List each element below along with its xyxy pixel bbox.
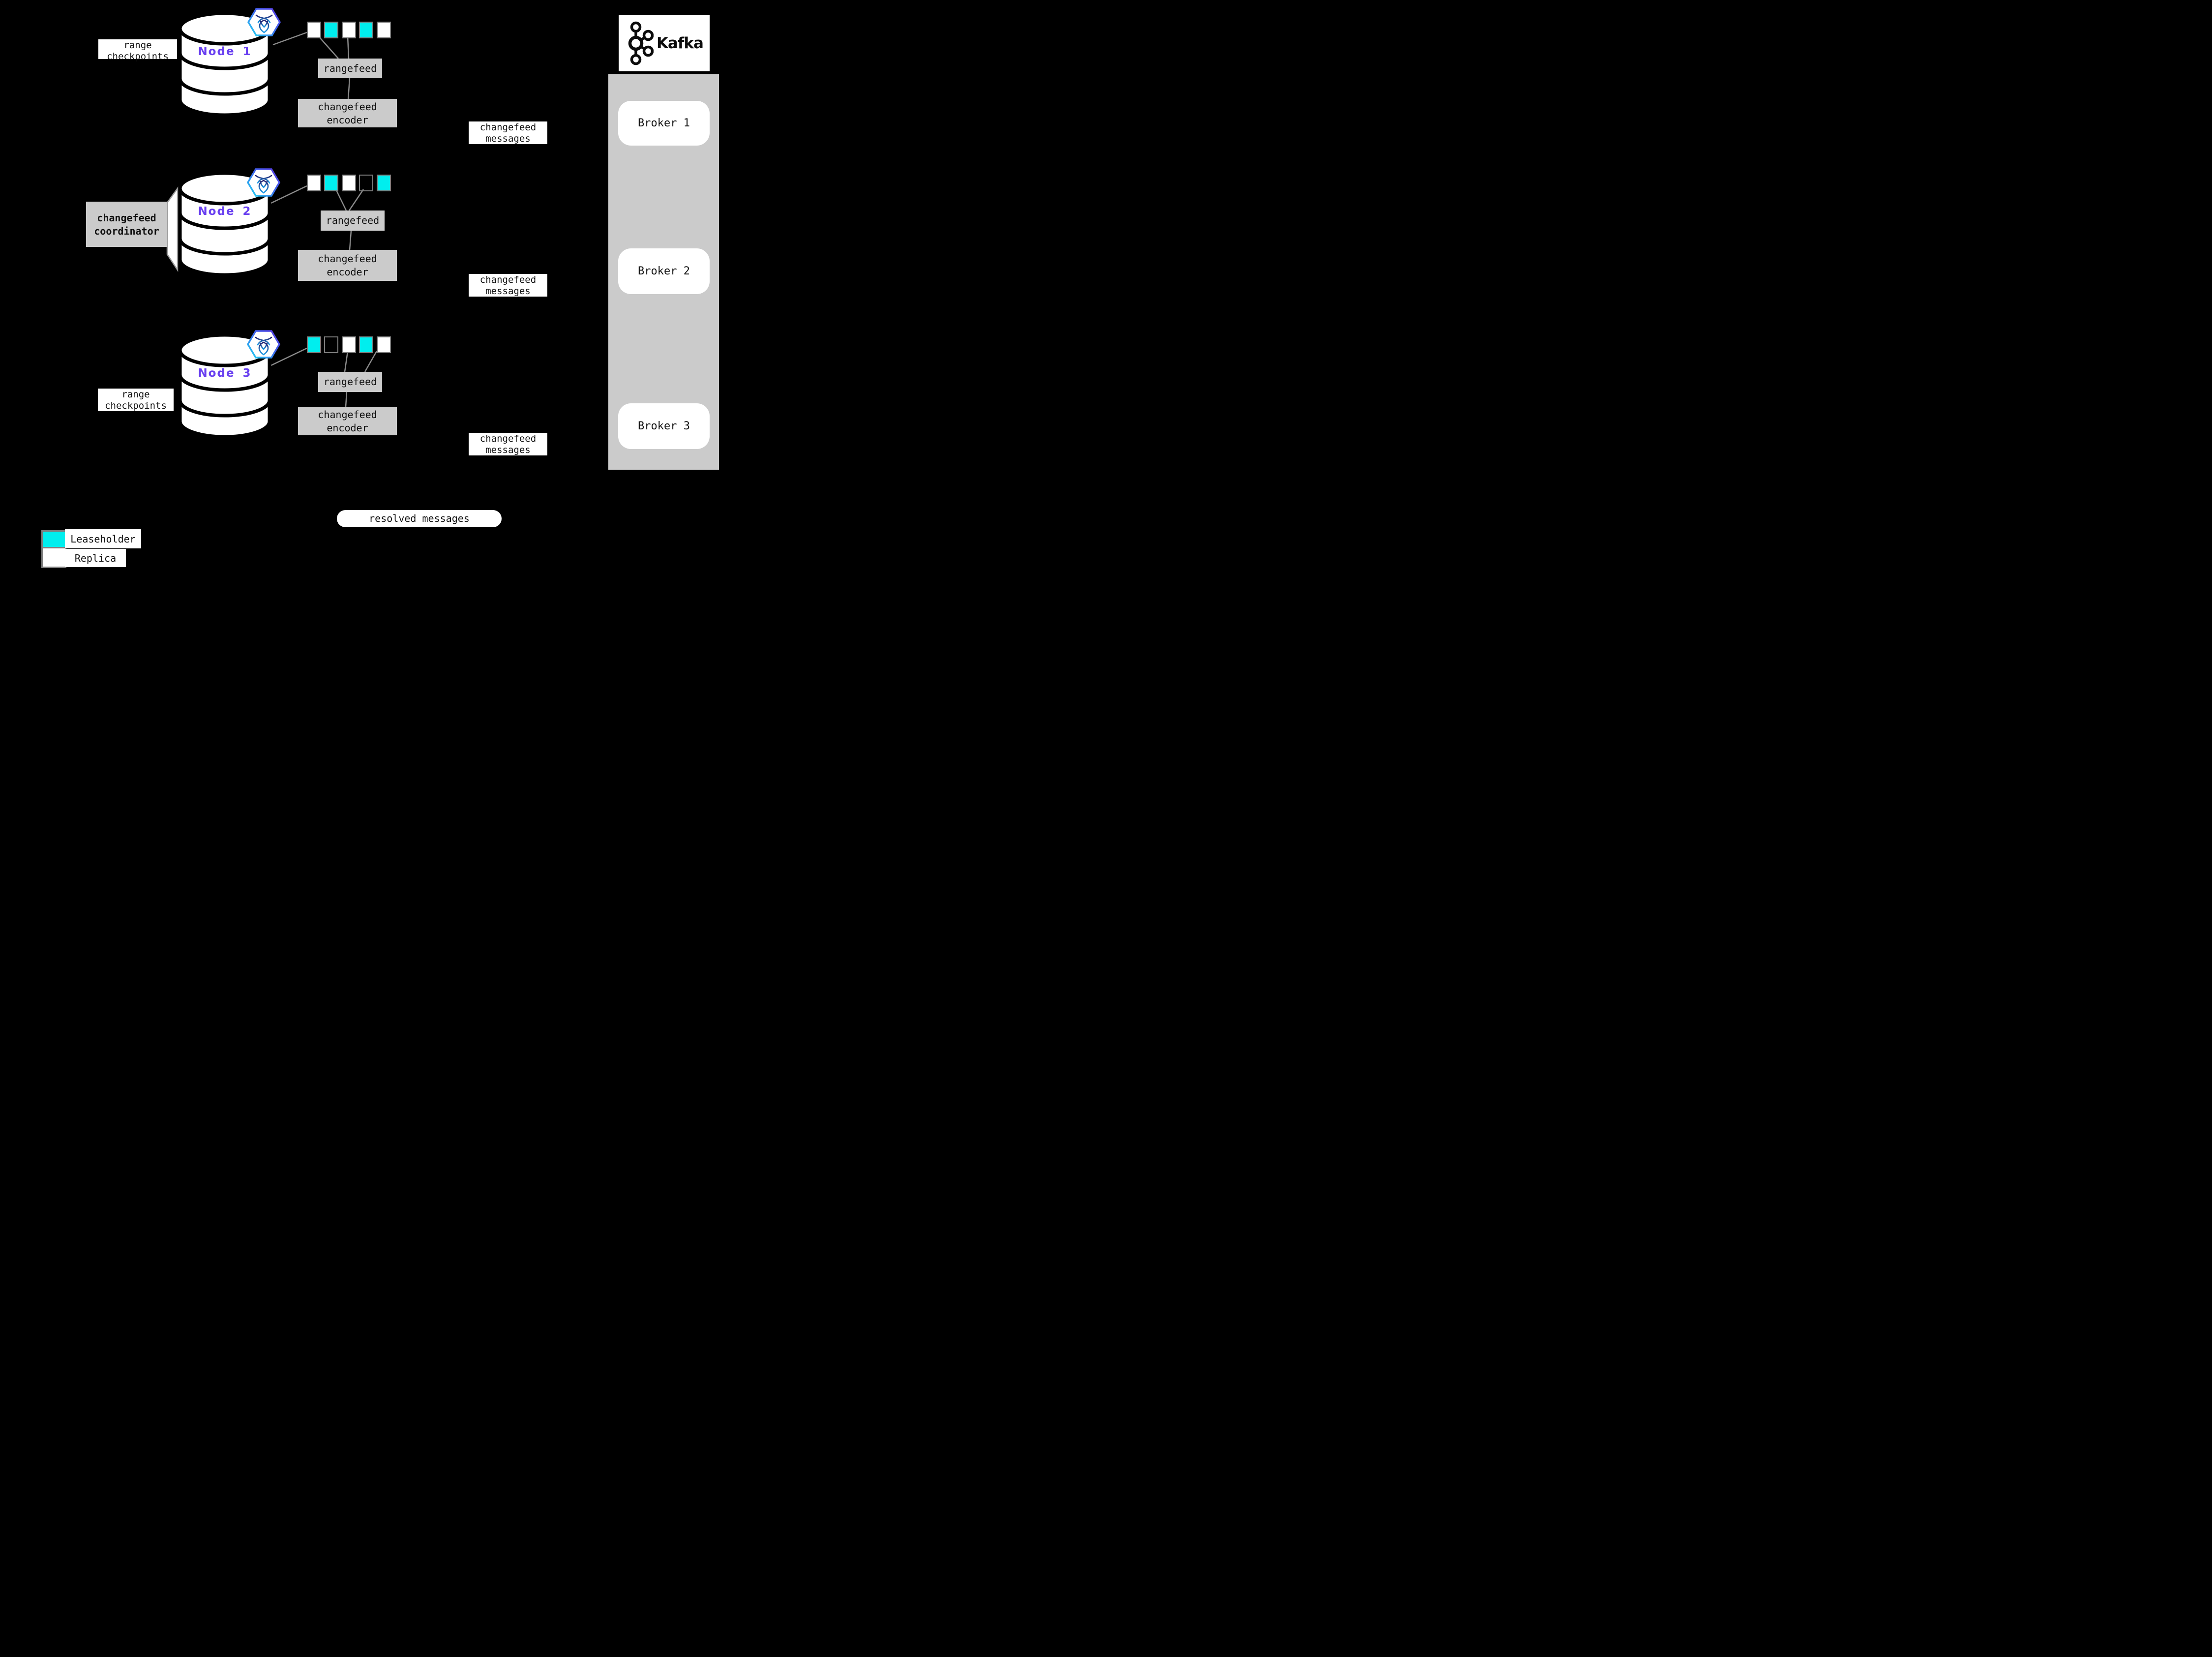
rangefeed-box-node1: rangefeed <box>318 59 382 78</box>
resolved-messages-pill: resolved messages <box>337 510 502 527</box>
range-replica <box>324 22 338 38</box>
broker-label: Broker 2 <box>638 265 690 277</box>
range-replica <box>359 22 373 38</box>
kafka-wordmark: Kafka <box>657 34 704 52</box>
rangefeed-box-node2: rangefeed <box>321 211 385 231</box>
range-replica <box>342 22 356 38</box>
range-checkpoints-label-node3: range checkpoints <box>98 389 174 411</box>
coordinator-flag-shape <box>166 186 179 272</box>
node2-name: Node 2 <box>198 205 252 218</box>
legend-leaseholder-label: Leaseholder <box>65 529 141 548</box>
range-replica <box>342 175 356 191</box>
node1-name: Node 1 <box>198 45 252 58</box>
cockroachdb-hexagon-icon <box>247 330 280 359</box>
connector-lines-node3 <box>270 347 378 407</box>
range-replica <box>307 336 321 353</box>
cockroachdb-hexagon-icon <box>247 8 281 36</box>
kafka-broker-2: Broker 2 <box>618 248 710 294</box>
range-replica <box>377 175 391 191</box>
range-checkpoints-label-node1: range checkpoints <box>98 39 177 62</box>
range-replica <box>307 22 321 38</box>
range-replica <box>324 175 338 191</box>
changefeed-encoder-box-node2: changefeed encoder <box>298 250 397 281</box>
changefeed-architecture-diagram: Broker 1 Broker 2 Broker 3 Kafka <box>0 0 771 577</box>
range-replica <box>377 336 391 353</box>
cockroachdb-hexagon-icon <box>247 168 280 197</box>
changefeed-coordinator-box: changefeed coordinator <box>86 202 167 247</box>
changefeed-messages-label-1: changefeed messages <box>469 121 547 144</box>
kafka-cluster-panel: Broker 1 Broker 2 Broker 3 <box>608 74 719 470</box>
kafka-logo-box: Kafka <box>619 15 710 71</box>
changefeed-encoder-box-node3: changefeed encoder <box>298 407 397 435</box>
kafka-broker-1: Broker 1 <box>618 101 710 146</box>
changefeed-messages-label-3: changefeed messages <box>469 433 547 455</box>
range-replica <box>307 175 321 191</box>
legend-replica-label: Replica <box>65 549 126 567</box>
kafka-broker-3: Broker 3 <box>618 403 710 449</box>
rangefeed-box-node3: rangefeed <box>318 372 382 392</box>
kafka-icon <box>628 21 654 65</box>
connector-lines-node1 <box>272 31 351 99</box>
range-replica <box>359 336 373 353</box>
legend-replica-swatch <box>41 547 66 568</box>
changefeed-messages-label-2: changefeed messages <box>469 274 547 297</box>
connector-lines-node2 <box>270 185 364 250</box>
range-replica <box>324 336 338 353</box>
changefeed-encoder-box-node1: changefeed encoder <box>298 99 397 127</box>
range-replica <box>359 175 373 191</box>
broker-label: Broker 3 <box>638 420 690 432</box>
node3-name: Node 3 <box>198 367 252 380</box>
broker-label: Broker 1 <box>638 117 690 129</box>
range-replica <box>377 22 391 38</box>
diagram-graphics <box>166 8 718 577</box>
range-replica <box>342 336 356 353</box>
